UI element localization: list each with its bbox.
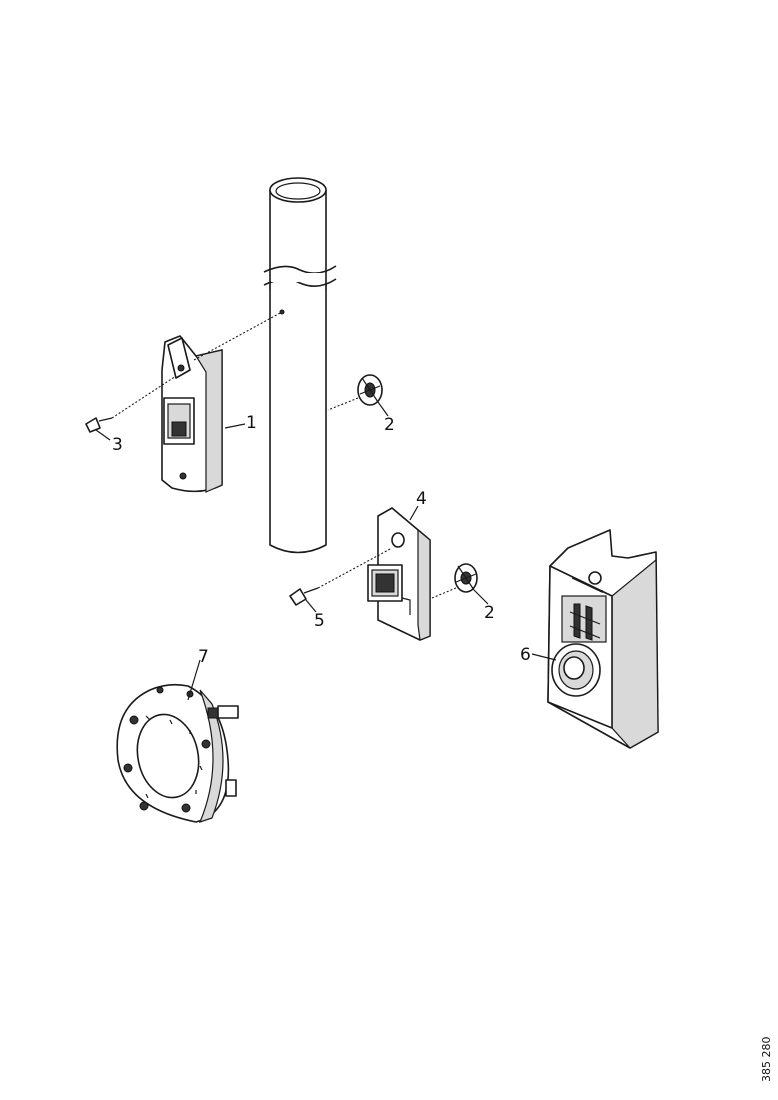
leader-6 — [531, 653, 557, 661]
part-6-control-housing — [547, 529, 659, 749]
leader-7 — [187, 659, 201, 701]
callout-4: 4 — [416, 489, 427, 509]
leader-1 — [224, 423, 246, 429]
part-4-bracket — [367, 507, 431, 641]
tube-post — [263, 177, 337, 554]
part-7-dial-ring — [116, 683, 239, 823]
part-2-nut-upper — [327, 374, 383, 411]
callout-1: 1 — [246, 413, 257, 433]
callout-2-upper: 2 — [384, 415, 395, 435]
document-number: 385 280 — [760, 1037, 773, 1083]
leader-2-lower — [473, 589, 489, 605]
leader-5 — [305, 599, 317, 613]
leader-3 — [95, 429, 111, 441]
part-3-screw — [85, 375, 177, 433]
leader-2-upper — [377, 401, 389, 417]
part-5-screw — [289, 547, 393, 606]
callout-7: 7 — [198, 647, 209, 667]
part-1-holder-bracket — [161, 335, 223, 493]
callout-3: 3 — [112, 435, 123, 455]
leader-4 — [409, 505, 419, 521]
leader-1-to-tube — [193, 311, 283, 361]
callout-2-lower: 2 — [484, 603, 495, 623]
tube-hole-marker — [279, 309, 285, 315]
part-2-nut-lower — [431, 563, 478, 599]
callout-6: 6 — [520, 645, 531, 665]
callout-5: 5 — [314, 611, 325, 631]
